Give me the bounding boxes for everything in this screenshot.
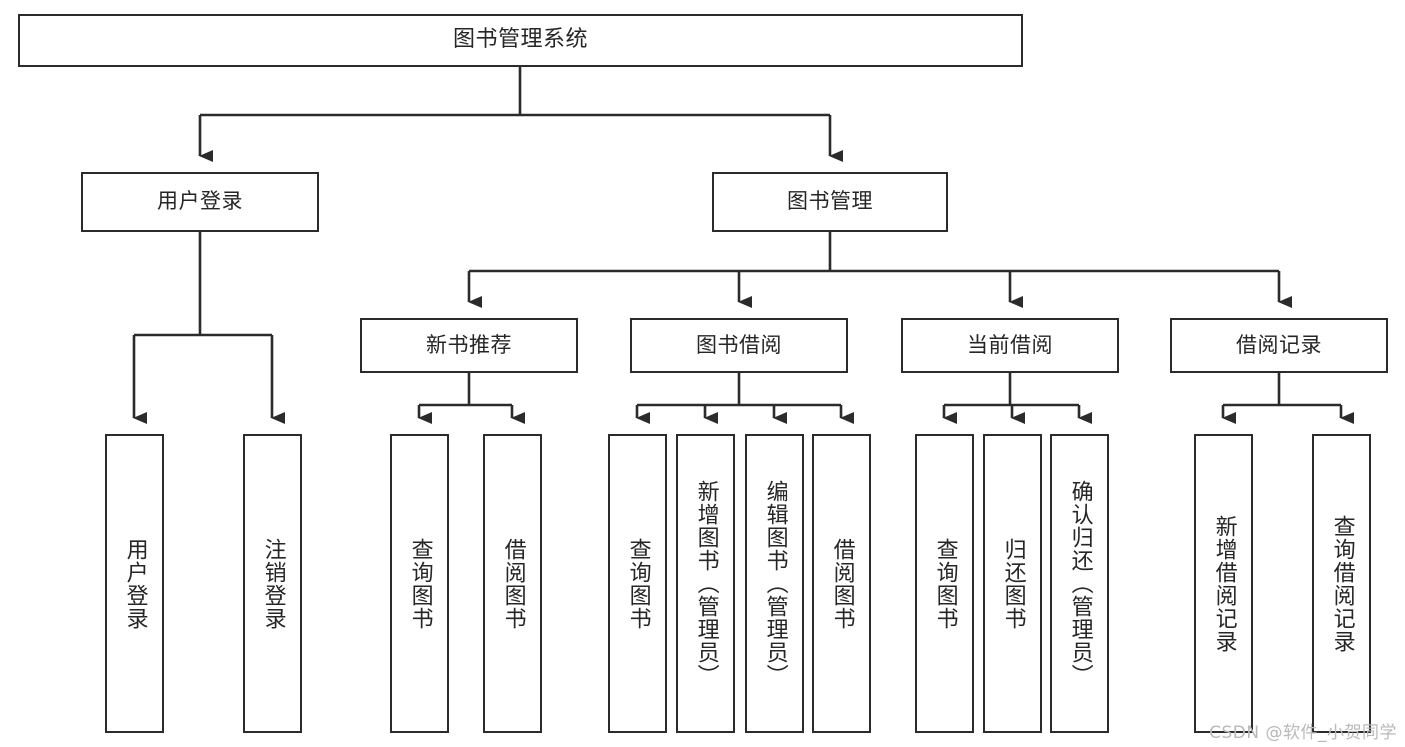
node-borrow-record-label: 借阅记录: [1236, 332, 1322, 357]
node-book-manage[interactable]: 图书管理: [712, 172, 948, 232]
leaf-query-borrow-record[interactable]: 查询借阅记录: [1312, 434, 1371, 733]
leaf-edit-book-label: 编辑图书（管理员）: [762, 480, 788, 687]
leaf-confirm-return-label: 确认归还（管理员）: [1067, 480, 1093, 687]
node-book-manage-label: 图书管理: [787, 189, 873, 214]
leaf-user-login[interactable]: 用户登录: [105, 434, 164, 733]
leaf-borrow-book[interactable]: 借阅图书: [812, 434, 871, 733]
node-current-borrow-label: 当前借阅: [967, 332, 1053, 357]
leaf-return-book[interactable]: 归还图书: [983, 434, 1042, 733]
leaf-query-borrow-record-label: 查询借阅记录: [1329, 514, 1355, 653]
leaf-query-book-borrow-label: 查询图书: [625, 537, 651, 630]
leaf-edit-book[interactable]: 编辑图书（管理员）: [745, 434, 804, 733]
leaf-query-book-cur-label: 查询图书: [932, 537, 958, 630]
leaf-borrow-book-label: 借阅图书: [829, 537, 855, 630]
leaf-query-book-rec[interactable]: 查询图书: [390, 434, 449, 733]
leaf-add-borrow-record[interactable]: 新增借阅记录: [1194, 434, 1253, 733]
leaf-logout[interactable]: 注销登录: [243, 434, 302, 733]
node-user-login-label: 用户登录: [157, 189, 243, 214]
leaf-confirm-return[interactable]: 确认归还（管理员）: [1050, 434, 1109, 733]
leaf-logout-label: 注销登录: [260, 537, 286, 630]
node-book-borrow-label: 图书借阅: [696, 332, 782, 357]
leaf-query-book-borrow[interactable]: 查询图书: [608, 434, 667, 733]
leaf-borrow-book-rec-label: 借阅图书: [500, 537, 526, 630]
node-user-login[interactable]: 用户登录: [81, 172, 319, 232]
node-book-borrow[interactable]: 图书借阅: [630, 318, 848, 373]
node-current-borrow[interactable]: 当前借阅: [901, 318, 1119, 373]
watermark: CSDN @软件_小贺同学: [1209, 723, 1397, 743]
leaf-user-login-label: 用户登录: [122, 537, 148, 630]
leaf-query-book-rec-label: 查询图书: [407, 537, 433, 630]
leaf-borrow-book-rec[interactable]: 借阅图书: [483, 434, 542, 733]
leaf-query-book-cur[interactable]: 查询图书: [915, 434, 974, 733]
node-root-label: 图书管理系统: [452, 27, 588, 53]
node-root[interactable]: 图书管理系统: [18, 14, 1023, 67]
leaf-add-book[interactable]: 新增图书（管理员）: [676, 434, 735, 733]
leaf-add-book-label: 新增图书（管理员）: [693, 480, 719, 687]
node-borrow-record[interactable]: 借阅记录: [1170, 318, 1388, 373]
leaf-return-book-label: 归还图书: [1000, 537, 1026, 630]
leaf-add-borrow-record-label: 新增借阅记录: [1211, 514, 1237, 653]
node-new-book-rec[interactable]: 新书推荐: [360, 318, 578, 373]
node-new-book-rec-label: 新书推荐: [426, 332, 512, 357]
